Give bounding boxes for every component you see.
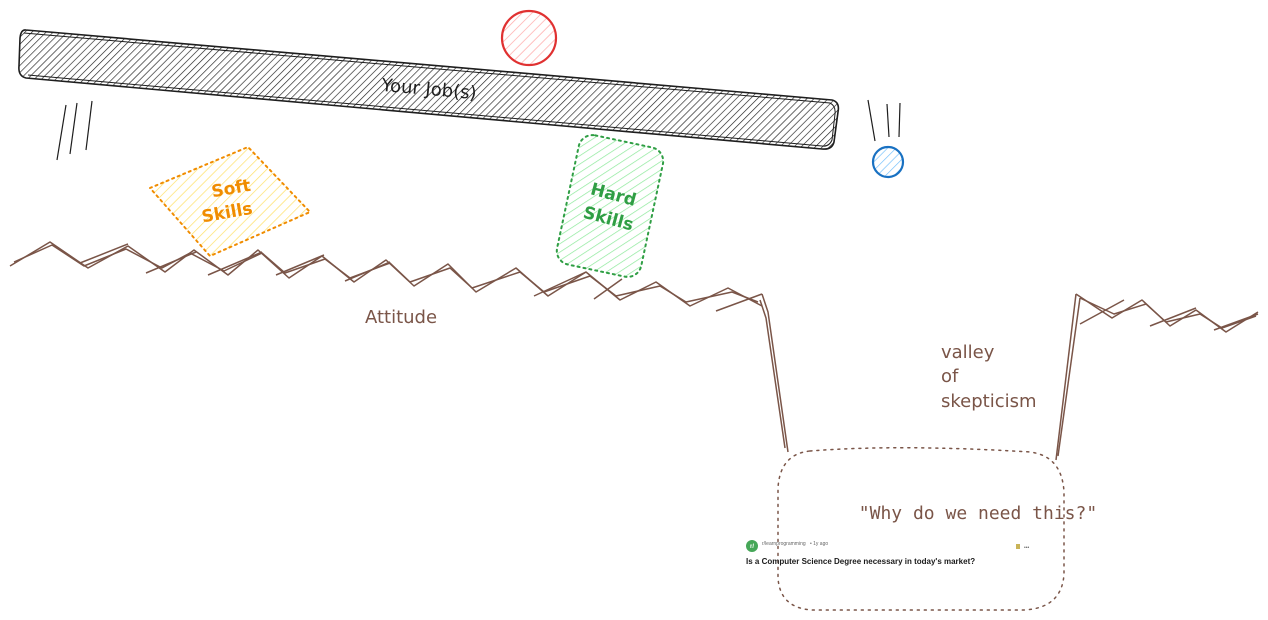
reddit-post[interactable]: r/ r/learnprogramming • 1y ago ••• Is a … [746,540,1030,566]
award-icon [1016,544,1020,549]
post-meta: • 1y ago [810,541,828,547]
hard-skills-shape: Hard Skills [555,134,665,278]
subreddit-name[interactable]: r/learnprogramming [762,541,806,547]
job-plank: Your Job(s) [18,29,840,150]
valley-container [777,446,1065,611]
blue-ball-motion-lines [867,99,901,142]
blue-ball [871,145,905,179]
attitude-label: Attitude [365,307,437,328]
soft-skills-shape: Soft Skills [148,145,312,258]
subreddit-icon-text: r/ [750,544,754,550]
left-motion-lines [56,100,93,161]
attitude-terrain [9,241,1259,461]
quote-label: "Why do we need this?" [859,503,1097,524]
valley-label-line3: skepticism [941,391,1037,412]
valley-label-line2: of [941,366,959,387]
valley-label-line1: valley [941,342,995,363]
post-title[interactable]: Is a Computer Science Degree necessary i… [746,557,975,566]
post-more-icon[interactable]: ••• [1024,545,1030,551]
red-ball [500,9,558,67]
subreddit-icon [746,540,758,552]
